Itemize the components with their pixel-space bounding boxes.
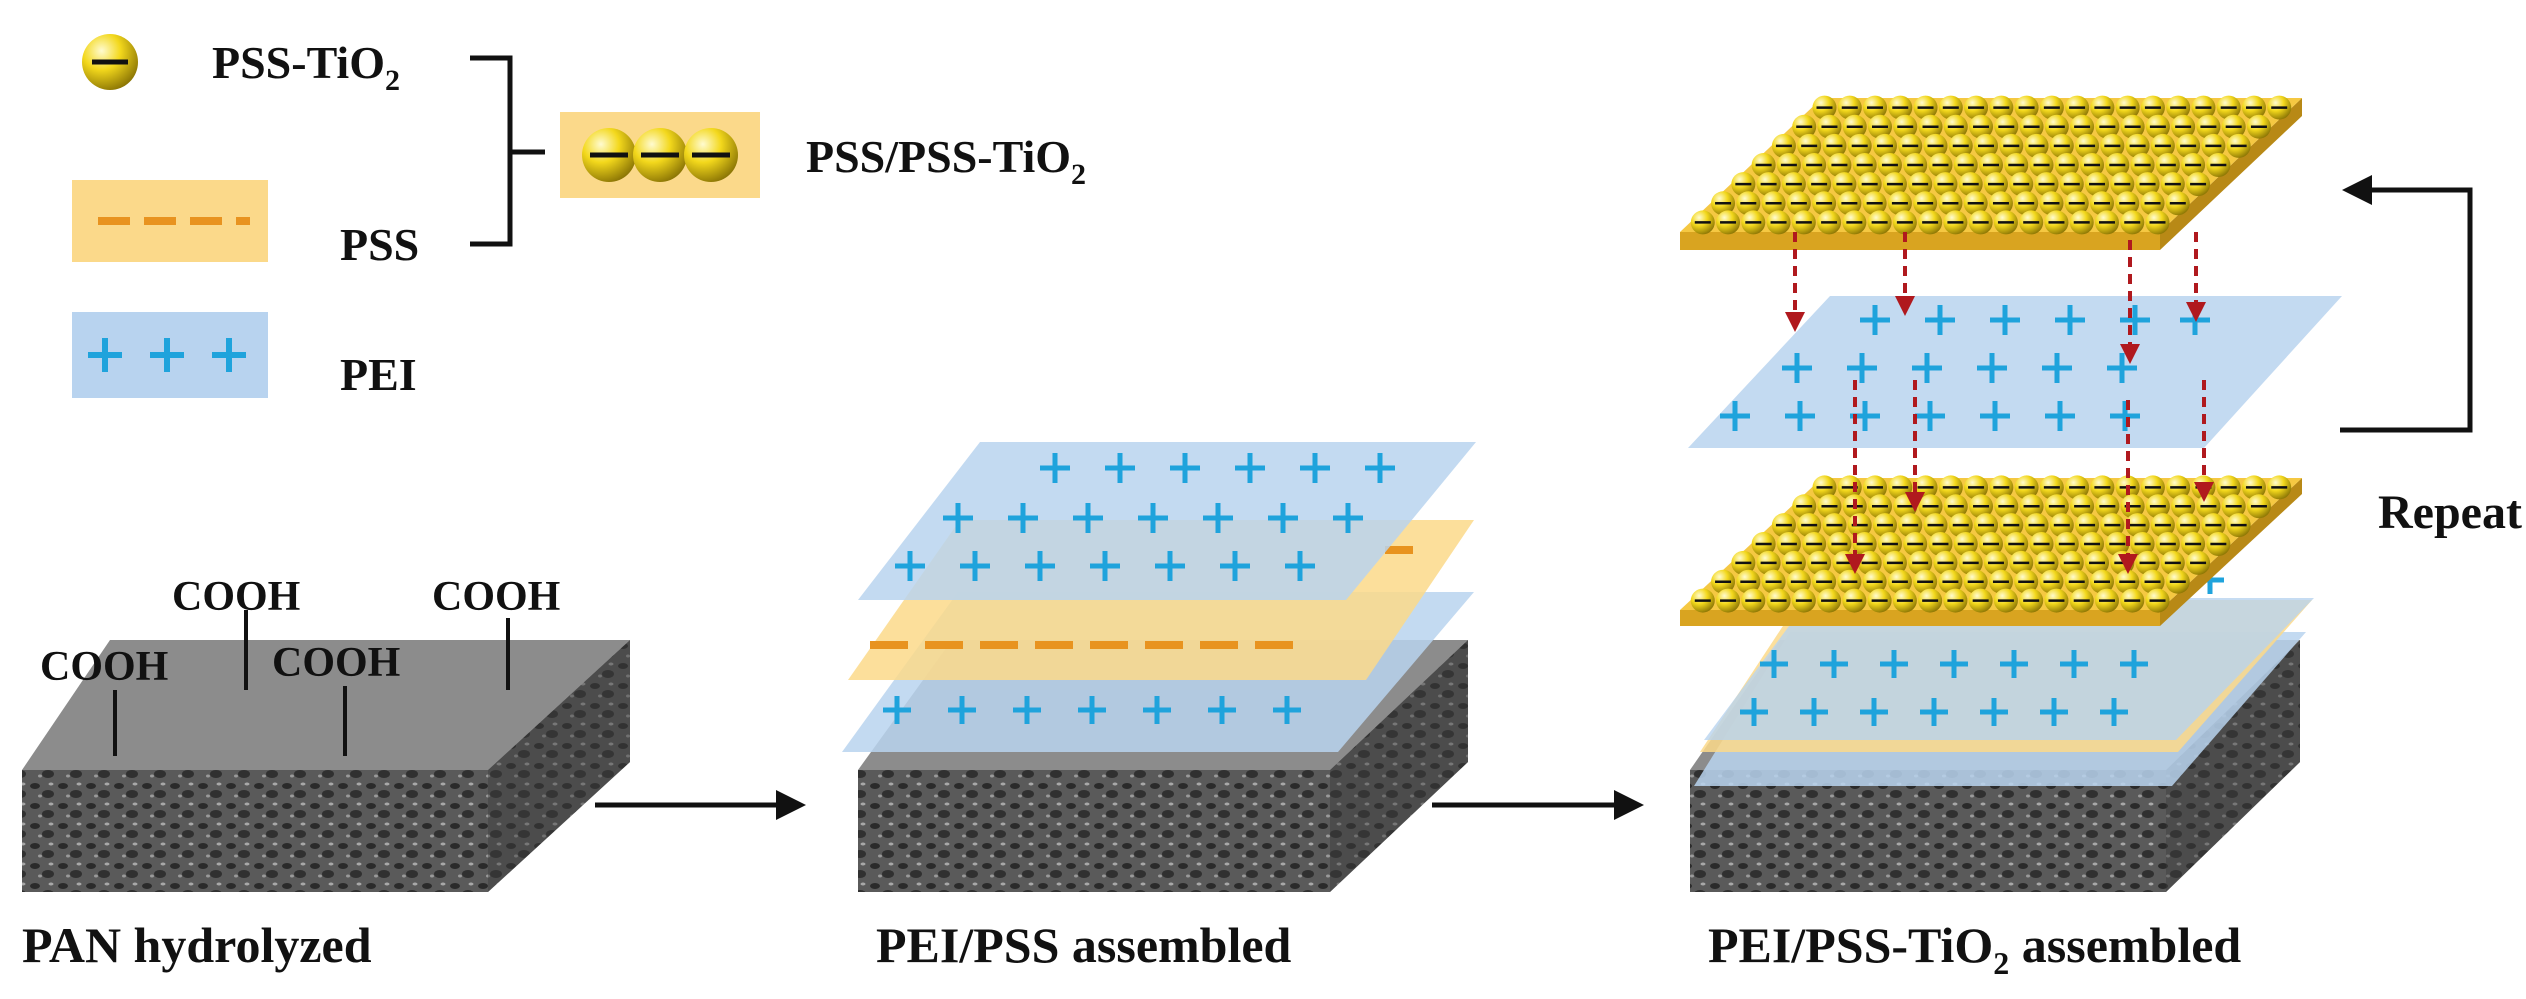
step2-pss-dashes bbox=[870, 546, 1413, 649]
cooh-label-4: COOH bbox=[432, 574, 560, 620]
step1-membrane-front bbox=[22, 770, 488, 892]
step3-pei-layer-upper bbox=[1688, 296, 2342, 448]
step3-caption-after: assembled bbox=[2009, 917, 2241, 973]
repeat-label: Repeat bbox=[2378, 486, 2522, 539]
legend: PSS-TiO2 PSS PEI bbox=[72, 34, 1086, 400]
legend-pss-tio2-label: PSS-TiO2 bbox=[212, 37, 400, 97]
legend-pei-label: PEI bbox=[340, 349, 417, 400]
legend-combined-sub: 2 bbox=[1071, 158, 1086, 191]
step3-deposition-arrows bbox=[1785, 232, 2214, 574]
legend-pss-label: PSS bbox=[340, 219, 419, 270]
step3-tio2-sheet-top-edge bbox=[1680, 232, 2160, 250]
cooh-label-2: COOH bbox=[172, 574, 300, 620]
legend-pss-tio2-main: PSS-TiO bbox=[212, 37, 385, 88]
step2-pei-top-charges bbox=[895, 453, 1395, 581]
cooh-lines bbox=[113, 610, 510, 756]
step3-caption-before: PEI/PSS-TiO bbox=[1708, 917, 1993, 973]
cooh-label-1: COOH bbox=[40, 644, 168, 690]
step2-pei-layer-top bbox=[858, 442, 1476, 600]
step3-pei-layer-mid bbox=[1704, 598, 2314, 740]
step2-caption: PEI/PSS assembled bbox=[876, 917, 1292, 973]
legend-pss-tio2-sub: 2 bbox=[385, 64, 400, 97]
repeat-loop-arrow bbox=[2340, 175, 2473, 433]
step1-caption: PAN hydrolyzed bbox=[22, 917, 372, 973]
step3-caption-sub: 2 bbox=[1993, 945, 2009, 981]
step3-upper-pei-charges bbox=[1720, 305, 2210, 431]
step3-membrane-front bbox=[1690, 770, 2166, 892]
step3-assembly bbox=[1680, 95, 2342, 892]
legend-combined-label: PSS/PSS-TiO2 bbox=[806, 131, 1086, 191]
step3-tio2-spheres-top bbox=[1690, 95, 2292, 235]
step2-assembly bbox=[842, 442, 1476, 892]
legend-pss-swatch bbox=[72, 180, 268, 262]
legend-pei-swatch bbox=[72, 312, 268, 398]
step3-tio2-spheres-lower bbox=[1690, 475, 2292, 613]
step3-tio2-sheet-lower-edge bbox=[1680, 610, 2160, 626]
legend-combined-main: PSS/PSS-TiO bbox=[806, 131, 1071, 182]
step1-pan-membrane: COOH COOH COOH COOH bbox=[22, 574, 630, 892]
step1-membrane-top bbox=[22, 640, 630, 770]
legend-bracket bbox=[470, 55, 545, 247]
legend-combined-swatch bbox=[560, 112, 760, 198]
step2-membrane-front bbox=[858, 770, 1330, 892]
cooh-label-3: COOH bbox=[272, 640, 400, 686]
legend-pss-tio2-sphere-icon bbox=[82, 34, 138, 90]
step3-lower-charges bbox=[1740, 566, 2224, 726]
step3-caption: PEI/PSS-TiO2 assembled bbox=[1708, 917, 2241, 981]
step2-pei-bottom-charges bbox=[883, 696, 1301, 724]
